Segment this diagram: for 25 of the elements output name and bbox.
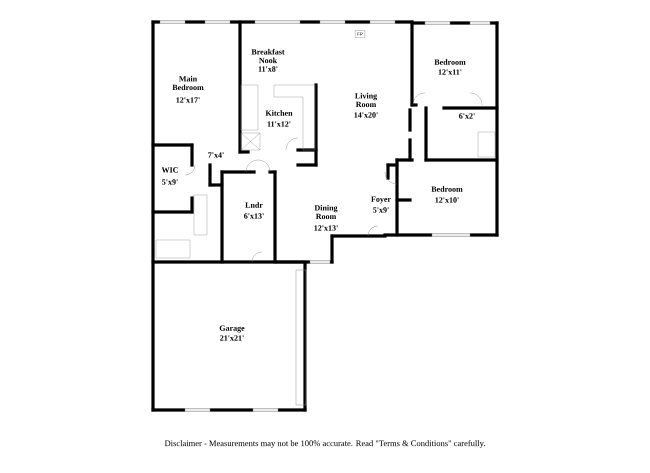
room-dimension: 5'x9' [373, 207, 389, 213]
room-dimension: 12'x11' [438, 69, 462, 75]
room-dimension: 12'x13' [314, 225, 338, 231]
room-name: WIC [162, 167, 178, 173]
room-dimension: 12'x10' [435, 197, 459, 203]
room-dimension: 14'x20' [354, 112, 378, 118]
room-name: Bedroom [431, 186, 463, 192]
room-name: Living Room [355, 92, 378, 108]
room-dimension: 21'x21' [220, 335, 244, 341]
room-name: Garage [220, 325, 244, 333]
room-dimension: 11'x8' [258, 66, 278, 72]
disclaimer-text: Disclaimer - Measurements may not be 100% accurate. Read "Terms & Conditions" carefully. [164, 440, 485, 448]
room-name: Lndr [245, 202, 263, 208]
room-name: Main Bedroom [172, 76, 204, 90]
room-name: Dining Room [314, 204, 338, 220]
room-dimension: 11'x12' [268, 121, 290, 127]
room-name: Foyer [371, 196, 391, 204]
room-dimension: 12'x17' [176, 97, 200, 103]
room-dimension: 6'x13' [244, 213, 264, 219]
room-dimension: 6'x2' [459, 113, 475, 119]
room-dimension: 7'x4' [208, 152, 224, 158]
room-name: Bedroom [434, 59, 466, 65]
room-dimension: 5'x9' [162, 179, 178, 185]
room-name: Kitchen [266, 110, 292, 116]
room-name: Breakfast Nook [252, 48, 285, 64]
